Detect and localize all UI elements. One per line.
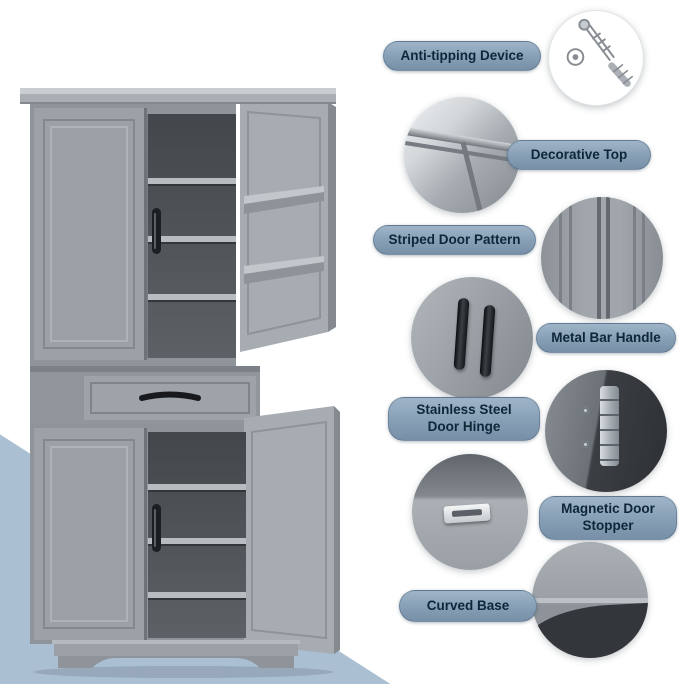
callout-label-decorative-top: Decorative Top xyxy=(507,140,651,170)
door-groove xyxy=(559,197,563,319)
door-handle xyxy=(152,208,161,254)
shelf xyxy=(148,178,236,186)
drawer-handle xyxy=(139,391,201,401)
upper-open-door xyxy=(240,94,336,352)
door-gap xyxy=(605,197,610,319)
curved-base-photo xyxy=(532,542,648,658)
stainless-steel-door-hinge-photo xyxy=(545,370,667,492)
drawer xyxy=(30,366,260,424)
door-rack xyxy=(244,186,324,214)
shelf xyxy=(148,484,246,492)
striped-door-pattern-photo xyxy=(541,197,663,319)
shelf xyxy=(148,592,246,600)
hinge-screw xyxy=(581,406,589,414)
handle-bar xyxy=(453,297,470,371)
callout-label-text: Decorative Top xyxy=(530,146,628,162)
base-molding-lip xyxy=(532,597,648,603)
callout-label-striped-door-pattern: Striped Door Pattern xyxy=(373,225,536,255)
cabinet-drawing xyxy=(20,88,340,678)
callout-label-magnetic-door-stopper: Magnetic Door Stopper xyxy=(539,496,677,540)
lower-open-door xyxy=(244,406,340,654)
decorative-top-part xyxy=(20,88,336,104)
door-rack xyxy=(244,256,324,284)
door-groove xyxy=(642,197,646,319)
metal-bar-handle-photo xyxy=(411,277,533,399)
floor-shadow xyxy=(33,666,333,678)
callout-label-text: Striped Door Pattern xyxy=(388,231,521,247)
magnetic-door-stopper-photo xyxy=(412,454,528,570)
shelf xyxy=(148,294,236,302)
door-stopper xyxy=(443,503,492,524)
callout-label-text: Magnetic Door Stopper xyxy=(561,501,655,533)
curved-base-part xyxy=(52,640,300,668)
hinge-screw xyxy=(581,440,589,448)
door-gap xyxy=(597,197,602,319)
callout-label-text: Stainless Steel Door Hinge xyxy=(416,402,512,434)
cabinet-illustration xyxy=(8,80,348,680)
door-groove xyxy=(569,197,573,319)
anti-tipping-device-photo xyxy=(548,10,644,106)
shelf xyxy=(148,538,246,546)
door-groove xyxy=(632,197,636,319)
shelf xyxy=(148,236,236,244)
anchor-hardware-icon xyxy=(566,18,634,87)
callout-label-text: Metal Bar Handle xyxy=(551,329,661,345)
base-curve-shadow xyxy=(532,602,648,658)
callout-label-text: Curved Base xyxy=(426,597,510,613)
callout-label-anti-tipping-device: Anti-tipping Device xyxy=(383,41,541,71)
callout-label-metal-bar-handle: Metal Bar Handle xyxy=(536,323,676,353)
callout-label-curved-base: Curved Base xyxy=(399,590,537,622)
door-handle xyxy=(152,504,161,552)
hinge-leaf xyxy=(599,385,619,466)
handle-bar xyxy=(479,304,496,378)
upper-left-door xyxy=(34,108,161,360)
callout-label-text: Anti-tipping Device xyxy=(400,47,524,63)
lower-left-door xyxy=(34,428,161,640)
callout-label-stainless-steel-door-hinge: Stainless Steel Door Hinge xyxy=(388,397,540,441)
decorative-top-photo xyxy=(404,97,520,213)
